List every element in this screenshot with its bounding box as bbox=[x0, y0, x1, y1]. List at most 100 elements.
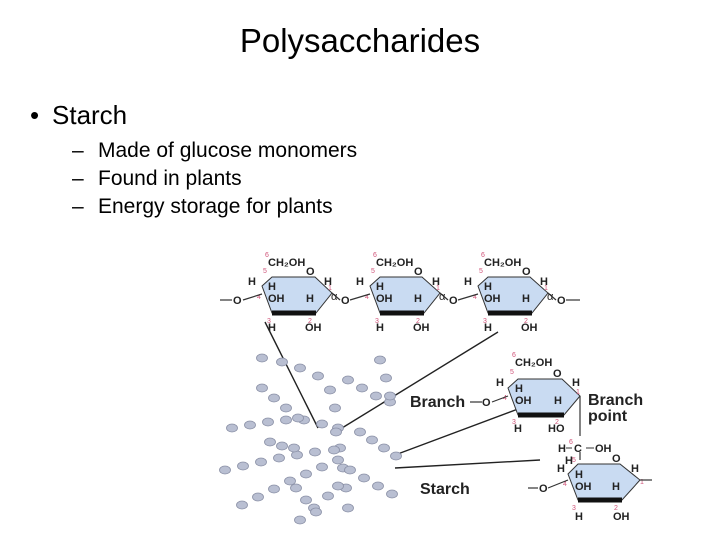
label-bridge-o: O bbox=[539, 483, 548, 495]
subpoint-text: Found in plants bbox=[98, 167, 242, 190]
carbon-number: 6 bbox=[512, 352, 516, 359]
glucose-ring-1: CH₂OH 6 5 4 3 2 1 O H H OH H H H OH bbox=[248, 252, 333, 334]
label-ch2oh: CH₂OH bbox=[268, 257, 305, 269]
carbon-number: 3 bbox=[375, 318, 379, 325]
glucose-bead bbox=[292, 413, 304, 423]
starch-label: Starch bbox=[420, 481, 470, 498]
glucose-ring-bottom: 5 4 3 2 1 O H H OH H H H OH bbox=[557, 453, 644, 523]
label-ch2oh: CH₂OH bbox=[515, 357, 552, 369]
glucose-bead bbox=[358, 473, 370, 483]
connector-line bbox=[394, 459, 541, 469]
subpoint-3: –Energy storage for plants bbox=[72, 195, 333, 219]
glucose-bead bbox=[290, 483, 302, 493]
carbon-number: 2 bbox=[555, 419, 559, 426]
label-h: H bbox=[324, 276, 332, 288]
label-h: H bbox=[515, 383, 523, 395]
glucose-bead bbox=[390, 451, 402, 461]
label-h: H bbox=[522, 293, 530, 305]
carbon-number: 1 bbox=[436, 285, 440, 292]
label-h: H bbox=[356, 276, 364, 288]
label-h: H bbox=[565, 455, 573, 467]
label-ring-o: O bbox=[553, 368, 562, 380]
glucose-ring-3: CH₂OH 6 5 4 3 2 1 O H H OH H H H OH bbox=[464, 252, 549, 334]
label-c: C bbox=[574, 443, 582, 455]
label-oh: OH bbox=[268, 293, 285, 305]
subpoint-text: Made of glucose monomers bbox=[98, 139, 358, 162]
glucose-bead bbox=[344, 465, 356, 475]
label-oh: OH bbox=[613, 511, 630, 523]
slide-title: Polysaccharides bbox=[239, 22, 481, 59]
carbon-number: 5 bbox=[572, 457, 576, 464]
label-h: H bbox=[484, 322, 492, 334]
connector-line bbox=[341, 331, 499, 429]
label-h: H bbox=[572, 377, 580, 389]
label-h: H bbox=[540, 276, 548, 288]
glucose-bead bbox=[252, 492, 264, 502]
glucose-bead bbox=[330, 427, 342, 437]
glucose-bead bbox=[380, 373, 392, 383]
glucose-bead bbox=[386, 489, 398, 499]
glucose-bead bbox=[273, 453, 285, 463]
carbon-number: 2 bbox=[308, 318, 312, 325]
glucose-bead bbox=[268, 484, 280, 494]
glucose-bead bbox=[276, 441, 288, 451]
label-h: H bbox=[376, 322, 384, 334]
glucose-bead bbox=[226, 423, 238, 433]
label-h: H bbox=[484, 281, 492, 293]
glucose-bead bbox=[268, 393, 280, 403]
glucose-bead bbox=[324, 385, 336, 395]
label-bridge-o: O bbox=[233, 295, 242, 307]
glucose-bead bbox=[329, 403, 341, 413]
glucose-bead bbox=[310, 507, 322, 517]
bullet-starch: •Starch bbox=[30, 100, 127, 131]
glucose-bead bbox=[244, 420, 256, 430]
glucose-bead bbox=[342, 375, 354, 385]
glucose-bead bbox=[322, 491, 334, 501]
carbon-number: 2 bbox=[416, 318, 420, 325]
glucose-bead bbox=[312, 371, 324, 381]
branch-point-label: point bbox=[588, 408, 628, 425]
dash: – bbox=[72, 167, 84, 190]
label-ring-o: O bbox=[612, 453, 621, 465]
carbon-number: 2 bbox=[524, 318, 528, 325]
label-oh: OH bbox=[521, 322, 538, 334]
glucose-bead bbox=[294, 363, 306, 373]
glucose-bead bbox=[370, 391, 382, 401]
branch-point-label: Branch bbox=[588, 392, 643, 409]
label-oh: OH bbox=[305, 322, 322, 334]
connector-line bbox=[264, 321, 319, 429]
glucose-ring-2: CH₂OH 6 5 4 3 2 1 O H H OH H H H OH bbox=[356, 252, 441, 334]
carbon-number: 5 bbox=[479, 268, 483, 275]
glucose-bead bbox=[332, 455, 344, 465]
label-ring-o: O bbox=[306, 266, 315, 278]
carbon-number: 4 bbox=[257, 294, 261, 301]
carbon-number: 1 bbox=[640, 479, 644, 486]
glucose-bead bbox=[384, 391, 396, 401]
glucose-bead bbox=[342, 503, 354, 513]
glucose-bead bbox=[256, 383, 268, 393]
glucose-bead bbox=[372, 481, 384, 491]
bullet-dot: • bbox=[30, 100, 40, 130]
glucose-bead bbox=[356, 383, 368, 393]
label-h: H bbox=[575, 469, 583, 481]
carbon-number: 3 bbox=[572, 505, 576, 512]
label-oh: OH bbox=[484, 293, 501, 305]
dash: – bbox=[72, 139, 84, 162]
glucose-bead bbox=[237, 461, 249, 471]
carbon-number: 4 bbox=[563, 481, 567, 488]
label-oh: OH bbox=[575, 481, 592, 493]
carbon-number: 3 bbox=[267, 318, 271, 325]
label-h: H bbox=[376, 281, 384, 293]
glucose-bead bbox=[328, 445, 340, 455]
label-h: H bbox=[558, 443, 566, 455]
label-ch2oh: CH₂OH bbox=[376, 257, 413, 269]
label-oh: OH bbox=[595, 443, 612, 455]
carbon-number: 6 bbox=[265, 252, 269, 259]
glucose-bead bbox=[300, 495, 312, 505]
glucose-bead bbox=[276, 357, 288, 367]
carbon-number: 1 bbox=[576, 389, 580, 396]
carbon-number: 1 bbox=[544, 285, 548, 292]
alpha-label: α bbox=[547, 291, 554, 303]
